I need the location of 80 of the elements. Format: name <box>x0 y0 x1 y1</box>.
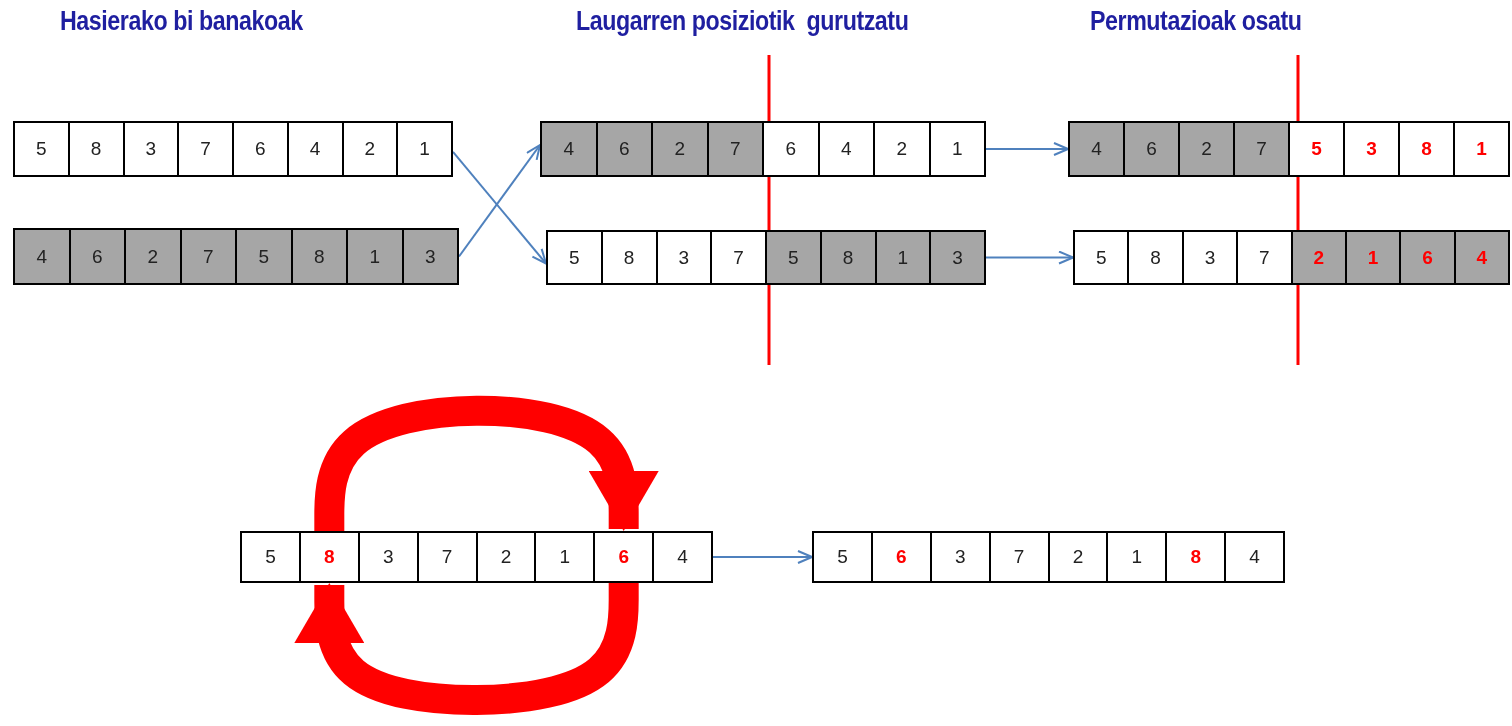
arrow <box>458 144 541 258</box>
array-cell: 6 <box>1399 230 1456 285</box>
array-cell: 7 <box>416 531 478 583</box>
array-cell: 7 <box>710 230 767 285</box>
array-cell: 2 <box>1047 531 1109 583</box>
array-cell: 4 <box>540 121 598 177</box>
array-cell: 5 <box>812 531 873 583</box>
array-cell: 4 <box>652 531 713 583</box>
array-cell: 5 <box>235 228 293 285</box>
arrow <box>452 150 547 265</box>
array-cell: 8 <box>819 230 877 285</box>
array-cell: 1 <box>1344 230 1402 285</box>
array-cell: 3 <box>122 121 180 177</box>
array-cell: 6 <box>593 531 655 583</box>
array-cell: 8 <box>298 531 360 583</box>
array-cell: 8 <box>1165 531 1227 583</box>
section-heading: Hasierako bi banakoak <box>60 6 303 37</box>
array-cell: 3 <box>1181 230 1239 285</box>
array-cell: 5 <box>13 121 70 177</box>
array-cell: 2 <box>124 228 182 285</box>
array-cell: 2 <box>1290 230 1347 285</box>
array-cell: 1 <box>346 228 404 285</box>
array-row <box>13 121 453 177</box>
arrow <box>985 250 1074 265</box>
array-cell: 3 <box>401 228 459 285</box>
array-cell: 8 <box>600 230 658 285</box>
array-row <box>240 531 713 583</box>
array-cell: 3 <box>357 531 419 583</box>
array-cell: 3 <box>929 531 991 583</box>
array-row <box>1073 230 1510 285</box>
array-cell: 6 <box>232 121 289 177</box>
array-cell: 1 <box>534 531 596 583</box>
array-cell: 4 <box>286 121 344 177</box>
array-cell: 2 <box>341 121 399 177</box>
array-cell: 5 <box>765 230 822 285</box>
array-cell: 1 <box>928 121 986 177</box>
array-cell: 2 <box>475 531 537 583</box>
array-cell: 2 <box>651 121 709 177</box>
section-heading: Laugarren posiziotik gurutzatu <box>576 6 909 37</box>
array-cell: 5 <box>1073 230 1130 285</box>
array-cell: 1 <box>1453 121 1510 177</box>
array-row <box>13 228 459 285</box>
array-cell: 5 <box>546 230 603 285</box>
array-cell: 6 <box>1123 121 1180 177</box>
array-cell: 6 <box>68 228 126 285</box>
array-cell: 8 <box>1127 230 1184 285</box>
array-cell: 7 <box>177 121 234 177</box>
array-cell: 4 <box>1453 230 1510 285</box>
section-heading: Permutazioak osatu <box>1090 6 1302 37</box>
array-cell: 6 <box>870 531 932 583</box>
array-cell: 8 <box>290 228 348 285</box>
array-cell: 5 <box>1288 121 1345 177</box>
array-row <box>1068 121 1510 177</box>
arrow <box>985 142 1069 156</box>
array-row <box>812 531 1285 583</box>
arrow <box>712 550 813 564</box>
array-cell: 3 <box>929 230 986 285</box>
array-row <box>546 230 986 285</box>
array-cell: 1 <box>396 121 453 177</box>
array-cell: 7 <box>179 228 237 285</box>
array-cell: 4 <box>13 228 71 285</box>
array-cell: 3 <box>655 230 713 285</box>
array-cell: 2 <box>1178 121 1235 177</box>
array-cell: 7 <box>1236 230 1293 285</box>
array-cell: 6 <box>595 121 653 177</box>
array-cell: 3 <box>1343 121 1400 177</box>
array-cell: 1 <box>1106 531 1168 583</box>
array-cell: 5 <box>240 531 301 583</box>
array-cell: 6 <box>762 121 820 177</box>
array-cell: 2 <box>873 121 931 177</box>
array-cell: 7 <box>706 121 764 177</box>
array-cell: 1 <box>874 230 932 285</box>
array-cell: 4 <box>1068 121 1125 177</box>
array-cell: 8 <box>67 121 125 177</box>
array-cell: 4 <box>1224 531 1285 583</box>
array-row <box>540 121 986 177</box>
array-cell: 7 <box>1233 121 1290 177</box>
array-cell: 8 <box>1398 121 1455 177</box>
array-cell: 4 <box>817 121 875 177</box>
array-cell: 7 <box>988 531 1050 583</box>
